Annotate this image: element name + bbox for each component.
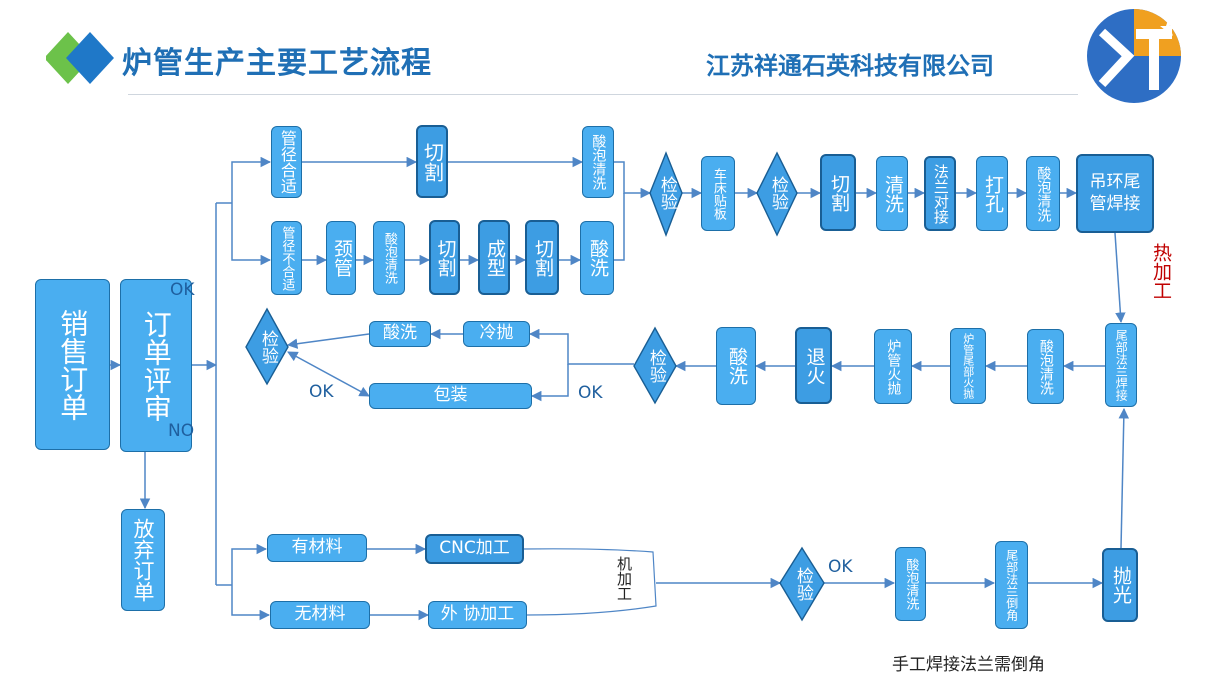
inspect-diamond-left (245, 307, 289, 386)
tube-flame-box: 炉管火抛 (874, 329, 912, 404)
abandon-order-box: 放弃订单 (121, 509, 165, 611)
no-material-box: 无材料 (270, 601, 370, 629)
label-ok-inspect-mid: OK (578, 383, 603, 403)
inspect-label-top1: 检验 (656, 176, 677, 210)
ring-weld-box: 吊环尾管焊接 (1076, 154, 1154, 233)
inspect-label-bottom: 检验 (792, 567, 813, 601)
cold-polish-box: 冷抛 (463, 321, 530, 347)
page-title: 炉管生产主要工艺流程 (122, 46, 432, 81)
inspect-diamond-top2 (756, 151, 798, 237)
pipe-fit-box: 管径合适 (271, 126, 302, 198)
cut-box-2: 切割 (429, 220, 460, 295)
label-machining: 机加工 (615, 556, 633, 601)
inspect-label-mid: 检验 (645, 349, 666, 383)
pipe-unfit-box: 管径不合适 (271, 221, 302, 295)
neck-box: 颈管 (326, 221, 356, 295)
acid-foam-box-bottom: 酸泡清洗 (895, 547, 926, 621)
cnc-box: CNC加工 (425, 534, 524, 564)
clean-box-top: 清洗 (876, 156, 908, 231)
pickling-box-left: 酸洗 (369, 321, 431, 347)
acid-foam-box-2: 酸泡清洗 (373, 221, 405, 295)
company-logo-icon (1087, 9, 1181, 103)
tail-chamfer-box: 尾部法兰倒角 (995, 541, 1028, 629)
anneal-box: 退火 (795, 327, 832, 404)
cut-box-4: 切割 (820, 154, 856, 231)
inspect-diamond-bottom (779, 546, 825, 622)
tail-flange-weld-box: 尾部法兰焊接 (1105, 323, 1137, 407)
inspect-diamond-mid (633, 326, 677, 405)
title-diamond-icon (46, 32, 114, 84)
flange-butt-box: 法兰对接 (924, 156, 956, 231)
has-material-box: 有材料 (267, 534, 367, 562)
drill-box: 打孔 (976, 156, 1008, 231)
cut-box-3: 切割 (525, 220, 559, 295)
label-ok-review: OK (170, 280, 195, 300)
sales-order-box: 销售订单 (35, 279, 110, 450)
outsource-box: 外 协加工 (428, 601, 527, 629)
tube-tail-flame-box: 炉管尾部火抛 (950, 328, 986, 404)
cut-box-top: 切割 (416, 125, 448, 198)
pickling-box-top: 酸洗 (580, 221, 614, 295)
pickling-box-mid: 酸洗 (716, 327, 756, 405)
pack-box: 包装 (369, 383, 532, 409)
label-no-review: NO (168, 421, 195, 441)
acid-foam-box-mid: 酸泡清洗 (1027, 329, 1064, 404)
label-ok-inspect-left: OK (309, 382, 334, 402)
inspect-label-top2: 检验 (767, 176, 788, 210)
acid-foam-box-top2: 酸泡清洗 (1026, 156, 1060, 231)
order-review-box: 订单评审 (120, 279, 192, 452)
lathe-board-box: 车床贴板 (701, 156, 735, 231)
header-divider (128, 94, 1078, 95)
note-hand-weld: 手工焊接法兰需倒角 (892, 655, 1045, 675)
label-hot-work: 热加工 (1150, 243, 1172, 300)
acid-foam-box-top: 酸泡清洗 (582, 126, 614, 198)
inspect-diamond-top1 (649, 151, 683, 237)
forming-box: 成型 (478, 220, 510, 295)
company-name: 江苏祥通石英科技有限公司 (706, 52, 994, 80)
label-ok-inspect-bottom: OK (828, 557, 853, 577)
polish-box: 抛光 (1102, 548, 1138, 622)
inspect-label-left: 检验 (257, 330, 278, 364)
